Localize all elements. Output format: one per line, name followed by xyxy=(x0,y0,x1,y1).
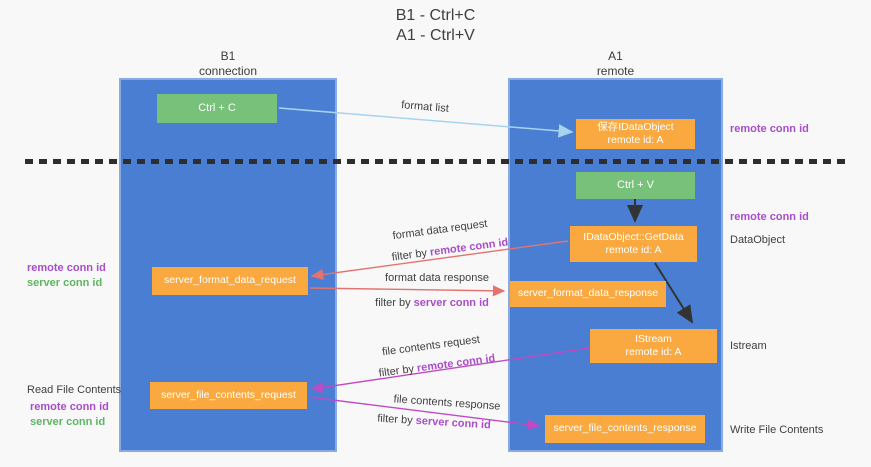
remote-conn-id-text: remote conn id xyxy=(429,236,509,259)
file-contents-response-filter-label: filter by server conn id xyxy=(377,413,491,432)
lifeline-a1-name: A1 xyxy=(608,49,623,63)
remote-conn-id-label-left-bottom: remote conn id xyxy=(30,401,109,413)
dataobject-label: DataObject xyxy=(730,234,786,246)
phase-separator-dashed-line xyxy=(25,159,845,164)
server-format-data-response-label: server_format_data_response xyxy=(517,287,659,300)
format-list-label: format list xyxy=(400,99,450,115)
server-format-data-request-box: server_format_data_request xyxy=(152,267,308,295)
format-data-response-label: format data response xyxy=(385,272,489,284)
server-format-data-request-label: server_format_data_request xyxy=(164,274,296,287)
istream-box: IStream remote id: A xyxy=(590,329,717,363)
file-contents-request-label: file contents request xyxy=(381,333,481,359)
lifeline-b1-role: connection xyxy=(198,64,258,78)
ctrl-c-label: Ctrl + C xyxy=(198,101,236,114)
ctrl-v-box: Ctrl + V xyxy=(576,172,695,199)
server-format-data-response-box: server_format_data_response xyxy=(510,281,666,307)
lifeline-b1-name: B1 xyxy=(220,49,236,63)
lifeline-header-b1: B1 connection xyxy=(119,49,337,79)
getdata-box: IDataObject::GetData remote id: A xyxy=(570,226,697,262)
write-file-contents-label: Write File Contents xyxy=(730,424,824,436)
save-dataobject-line1: 保存IDataObject xyxy=(597,120,674,133)
filter-by-prefix: filter by xyxy=(376,412,417,427)
read-file-contents-label: Read File Contents xyxy=(27,384,122,396)
format-data-request-filter-label: filter by remote conn id xyxy=(391,236,509,263)
server-conn-id-text: server conn id xyxy=(415,414,492,432)
format-data-request-label: format data request xyxy=(391,217,489,243)
arrow-format-data-response xyxy=(309,285,506,297)
istream-line1: IStream xyxy=(635,332,672,345)
filter-by-prefix: filter by xyxy=(375,297,414,309)
lifeline-a1-role: remote xyxy=(596,64,635,78)
ctrl-v-label: Ctrl + V xyxy=(617,178,654,191)
server-conn-id-label-left-bottom: server conn id xyxy=(30,416,106,428)
getdata-line2: remote id: A xyxy=(605,244,662,256)
diagram-title: B1 - Ctrl+C A1 - Ctrl+V xyxy=(0,6,871,46)
title-line-2: A1 - Ctrl+V xyxy=(396,27,475,44)
server-file-contents-response-box: server_file_contents_response xyxy=(545,415,705,443)
save-dataobject-line2: remote id: A xyxy=(607,134,664,146)
server-file-contents-response-label: server_file_contents_response xyxy=(553,422,697,435)
remote-conn-id-label-right: remote conn id xyxy=(730,211,809,223)
filter-by-prefix: filter by xyxy=(378,362,418,380)
lifeline-header-a1: A1 remote xyxy=(508,49,723,79)
server-file-contents-request-label: server_file_contents_request xyxy=(161,388,296,401)
filter-by-prefix: filter by xyxy=(391,246,431,264)
server-file-contents-request-box: server_file_contents_request xyxy=(150,382,307,409)
remote-conn-id-label-top-right: remote conn id xyxy=(730,123,809,135)
server-conn-id-label-left-top: server conn id xyxy=(27,277,103,289)
ctrl-c-box: Ctrl + C xyxy=(157,94,277,123)
remote-conn-id-label-left-top: remote conn id xyxy=(27,262,106,274)
save-dataobject-box: 保存IDataObject remote id: A xyxy=(576,119,695,149)
getdata-line1: IDataObject::GetData xyxy=(583,230,684,243)
file-contents-response-label: file contents response xyxy=(393,393,501,413)
istream-side-label: Istream xyxy=(730,340,767,352)
title-line-1: B1 - Ctrl+C xyxy=(395,7,476,24)
format-data-response-filter-label: filter by server conn id xyxy=(375,297,489,309)
remote-conn-id-text: remote conn id xyxy=(416,352,496,375)
server-conn-id-text: server conn id xyxy=(413,297,489,309)
istream-line2: remote id: A xyxy=(625,346,682,358)
